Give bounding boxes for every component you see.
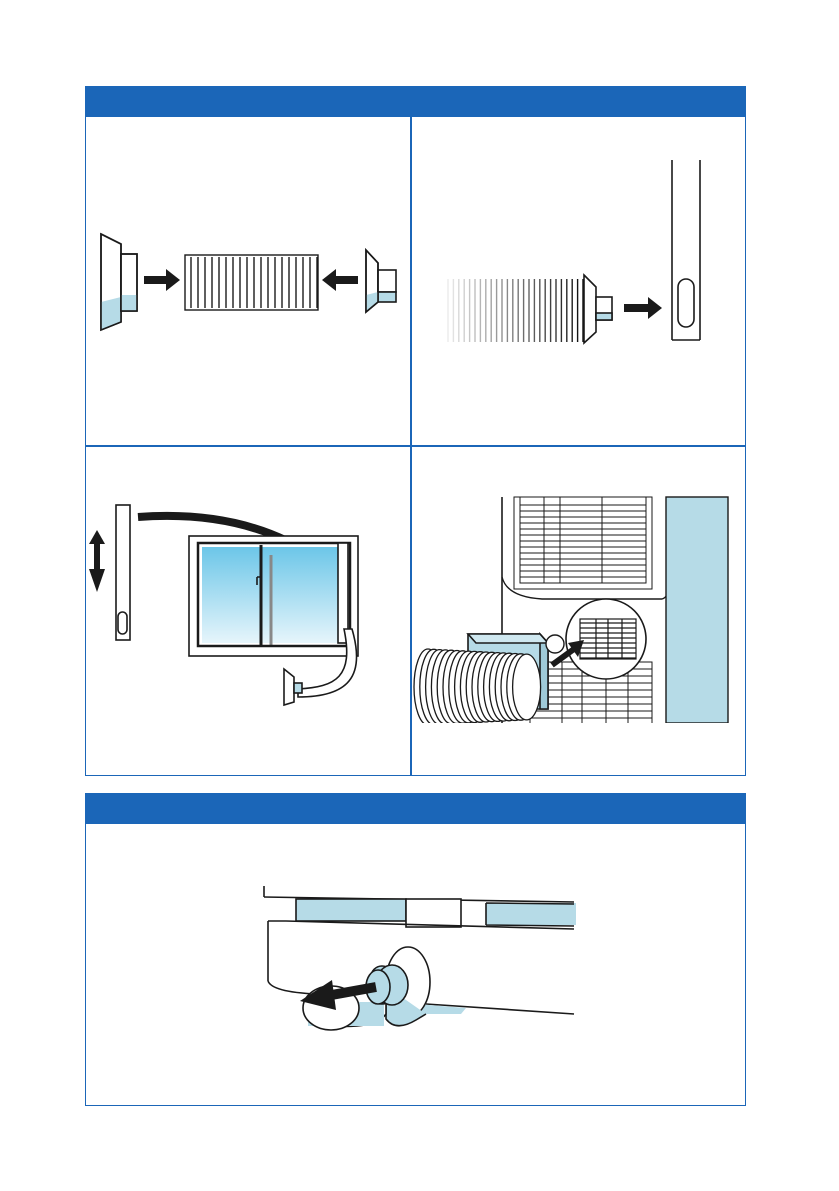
cell-hose-to-window-adapter <box>412 117 745 445</box>
window <box>189 536 358 656</box>
hose <box>185 255 318 310</box>
side-panel <box>666 497 728 723</box>
flexible-hose <box>414 649 541 725</box>
section-1-header-bar <box>85 86 746 117</box>
cell-hose-connect-to-unit <box>412 447 745 775</box>
upper-grille <box>514 497 652 589</box>
faded-hose <box>448 279 583 342</box>
hose-to-window-illustration <box>412 117 745 445</box>
arrow-right-icon <box>144 269 180 291</box>
section-2-header-bar <box>85 793 746 824</box>
left-adapter <box>101 234 137 330</box>
drain-plug-illustration <box>86 824 745 1105</box>
arrow-right-icon <box>624 297 662 319</box>
cell-window-kit-installation <box>86 447 410 775</box>
cell-drain-plug-removal <box>86 824 745 1105</box>
arrow-left-icon <box>322 269 358 291</box>
hose-connect-illustration <box>412 447 745 775</box>
hose-adapter <box>584 275 612 343</box>
window-slider-panel <box>672 160 700 340</box>
cell-hose-assembly <box>86 117 410 445</box>
window-slider-panel <box>116 505 130 640</box>
hose-assembly-illustration <box>86 117 410 445</box>
right-adapter <box>366 250 396 312</box>
window-installation-illustration <box>86 447 410 775</box>
double-arrow-vertical-icon <box>89 530 105 592</box>
